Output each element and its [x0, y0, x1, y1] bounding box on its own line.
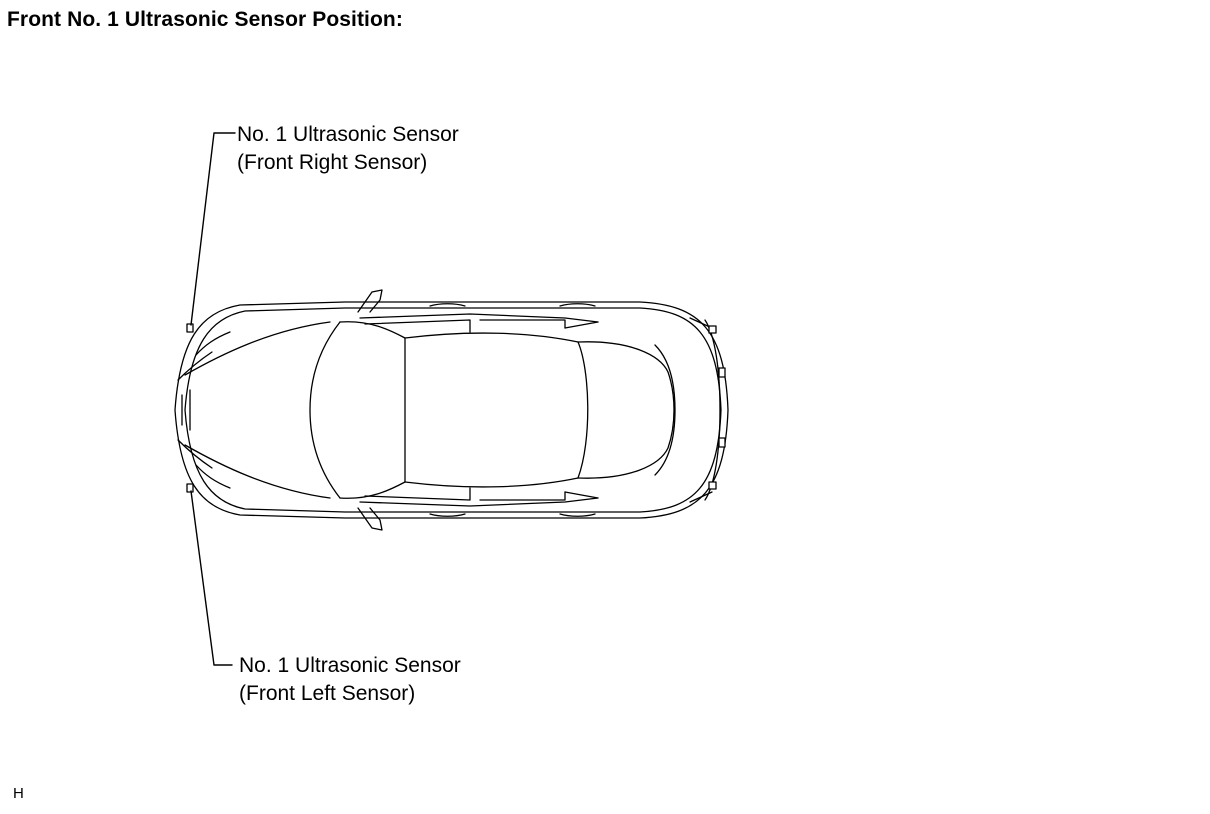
callout-line-1: No. 1 Ultrasonic Sensor [239, 654, 461, 677]
callout-line-2: (Front Left Sensor) [239, 682, 416, 705]
callout-line-2: (Front Right Sensor) [237, 151, 428, 174]
front-left-sensor-callout: No. 1 Ultrasonic Sensor (Front Left Sens… [239, 652, 461, 708]
front-right-sensor-marker [186, 323, 194, 333]
page-title: Front No. 1 Ultrasonic Sensor Position: [7, 8, 403, 31]
front-right-leader-line [190, 132, 236, 326]
rear-sensor-marker-3 [718, 437, 726, 448]
sensors [186, 323, 726, 493]
leader-lines [190, 132, 236, 666]
front-left-sensor-marker [186, 483, 194, 493]
rear-sensor-marker-4 [708, 481, 717, 490]
footer-code: H [13, 785, 24, 802]
callout-line-1: No. 1 Ultrasonic Sensor [237, 123, 459, 146]
rear-sensor-marker-1 [708, 325, 717, 334]
rear-sensor-marker-2 [718, 367, 726, 378]
car-body [174, 289, 729, 531]
front-right-sensor-callout: No. 1 Ultrasonic Sensor (Front Right Sen… [237, 121, 459, 177]
front-left-leader-line [190, 490, 233, 666]
